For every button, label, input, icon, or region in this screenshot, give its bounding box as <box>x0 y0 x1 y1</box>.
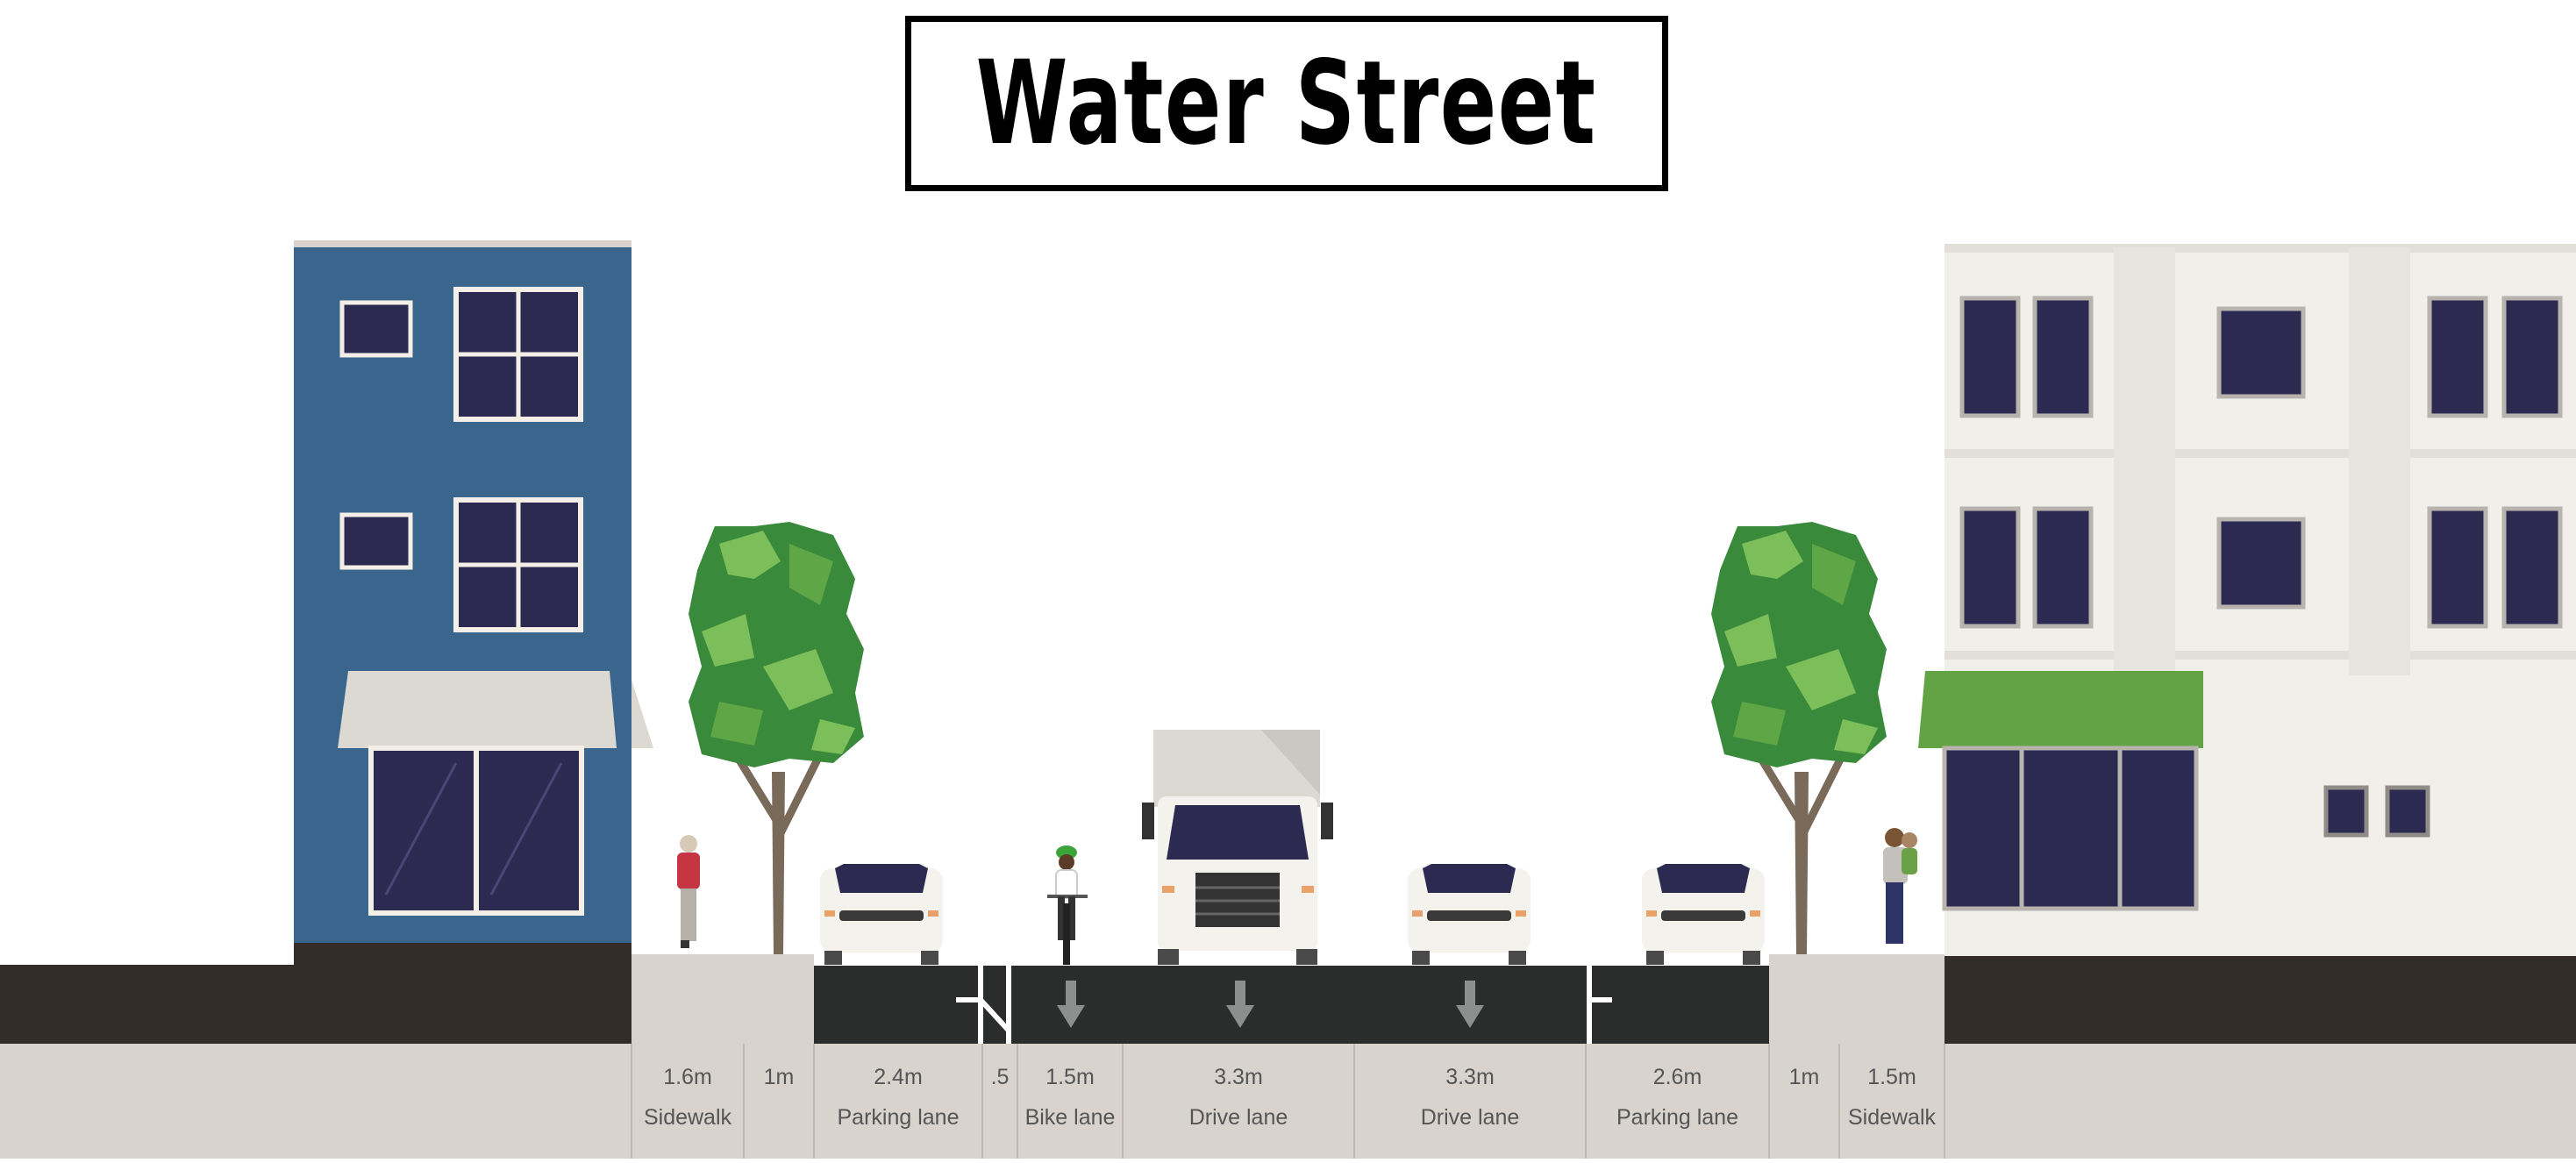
segment-width: .5 <box>990 1065 1010 1089</box>
segment-width: 1.6m <box>663 1065 712 1089</box>
left-sidewalk-surface <box>632 954 814 1044</box>
segment-bike-buffer[interactable]: .5 <box>982 1044 1017 1159</box>
roadway-asphalt <box>814 966 1769 1044</box>
roadway-markings <box>956 966 1612 1044</box>
right-sidewalk-surface <box>1769 954 1944 1044</box>
segment-sidewalk-right[interactable]: 1.5m Sidewalk <box>1839 1044 1944 1159</box>
segment-name: Sidewalk <box>1847 1105 1937 1130</box>
street-name-sign: Water Street <box>905 16 1668 191</box>
segment-name: Bike lane <box>1024 1105 1116 1130</box>
segment-buffer-right[interactable]: 1m <box>1769 1044 1839 1159</box>
segment-sidewalk-left[interactable]: 1.6m Sidewalk <box>632 1044 744 1159</box>
tree-right <box>1711 522 1887 954</box>
segment-width: 3.3m <box>1214 1065 1263 1089</box>
pedestrian-left <box>677 835 700 948</box>
segment-bike-lane[interactable]: 1.5m Bike lane <box>1017 1044 1123 1159</box>
left-soil <box>0 965 632 1044</box>
parked-car-left <box>820 864 943 965</box>
tree-left <box>689 522 864 954</box>
segment-width: 3.3m <box>1445 1065 1495 1089</box>
segment-drive-lane-2[interactable]: 3.3m Drive lane <box>1354 1044 1586 1159</box>
segment-width: 1.5m <box>1045 1065 1095 1089</box>
segment-name: Sidewalk <box>643 1105 732 1130</box>
segment-width: 1.5m <box>1867 1065 1916 1089</box>
pedestrian-right <box>1883 828 1917 944</box>
segment-width: 2.4m <box>874 1065 923 1089</box>
segment-name: Parking lane <box>837 1105 960 1130</box>
segment-name: Drive lane <box>1420 1105 1520 1130</box>
segment-parking-lane-right[interactable]: 2.6m Parking lane <box>1586 1044 1769 1159</box>
segment-buffer-left[interactable]: 1m <box>744 1044 814 1159</box>
street-name: Water Street <box>976 36 1597 171</box>
segment-dividers <box>631 1044 1945 1159</box>
blue-building-left <box>294 240 653 965</box>
arrow-down-icon <box>1057 981 1085 1028</box>
segment-width: 2.6m <box>1652 1065 1702 1089</box>
segment-width: 1m <box>763 1065 795 1089</box>
parked-car-right <box>1642 864 1765 965</box>
segment-name: Parking lane <box>1616 1105 1738 1130</box>
ground-band <box>0 1044 2576 1159</box>
segment-width: 1m <box>1788 1065 1820 1089</box>
cyclist <box>1047 845 1088 965</box>
segment-drive-lane-1[interactable]: 3.3m Drive lane <box>1123 1044 1354 1159</box>
segment-labels: 1.6m Sidewalk 1m 2.4m Parking lane .5 1.… <box>0 1044 2576 1159</box>
car-drive-lane <box>1408 864 1531 965</box>
arrow-down-icon <box>1226 981 1254 1028</box>
segment-parking-lane-left[interactable]: 2.4m Parking lane <box>814 1044 982 1159</box>
segment-name: Drive lane <box>1188 1105 1288 1130</box>
box-truck <box>1142 730 1333 965</box>
right-soil <box>1944 956 2576 1044</box>
white-building-right <box>1918 244 2576 956</box>
arrow-down-icon <box>1456 981 1484 1028</box>
